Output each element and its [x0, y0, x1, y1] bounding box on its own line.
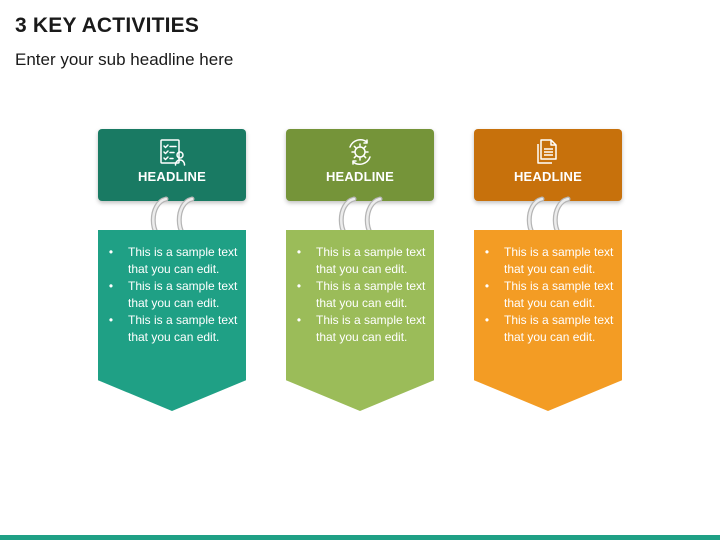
- documents-icon: [537, 139, 557, 164]
- bullet-list: •This is a sample text that you can edit…: [294, 244, 426, 346]
- bullet-list: •This is a sample text that you can edit…: [482, 244, 614, 346]
- activity-card-2: HEADLINE •This is a sample text that you…: [286, 129, 434, 419]
- list-item: •This is a sample text that you can edit…: [296, 245, 426, 276]
- gear-cycle-icon: [349, 139, 371, 165]
- list-item: •This is a sample text that you can edit…: [108, 313, 238, 344]
- checklist-icon: [160, 139, 186, 166]
- bullet-list: •This is a sample text that you can edit…: [106, 244, 238, 346]
- footer-bar: [0, 535, 720, 540]
- activity-card-3: HEADLINE •This is a sample text that you…: [474, 129, 622, 419]
- card-headline: HEADLINE: [325, 169, 395, 184]
- list-item: •This is a sample text that you can edit…: [296, 279, 426, 310]
- list-item: •This is a sample text that you can edit…: [484, 245, 614, 276]
- card-headline: HEADLINE: [137, 169, 207, 184]
- card-header: HEADLINE: [286, 129, 434, 201]
- page-subtitle: Enter your sub headline here: [15, 50, 234, 69]
- card-headline: HEADLINE: [513, 169, 583, 184]
- card-body: •This is a sample text that you can edit…: [286, 230, 434, 411]
- list-item: •This is a sample text that you can edit…: [296, 313, 426, 344]
- card-header: HEADLINE: [474, 129, 622, 201]
- list-item: •This is a sample text that you can edit…: [108, 279, 238, 310]
- card-header: HEADLINE: [98, 129, 246, 201]
- card-body: •This is a sample text that you can edit…: [98, 230, 246, 411]
- list-item: •This is a sample text that you can edit…: [108, 245, 238, 276]
- page-title: 3 KEY ACTIVITIES: [15, 14, 200, 37]
- list-item: •This is a sample text that you can edit…: [484, 279, 614, 310]
- activity-card-1: HEADLINE •This is a sample text that you…: [98, 129, 246, 419]
- card-body: •This is a sample text that you can edit…: [474, 230, 622, 411]
- list-item: •This is a sample text that you can edit…: [484, 313, 614, 344]
